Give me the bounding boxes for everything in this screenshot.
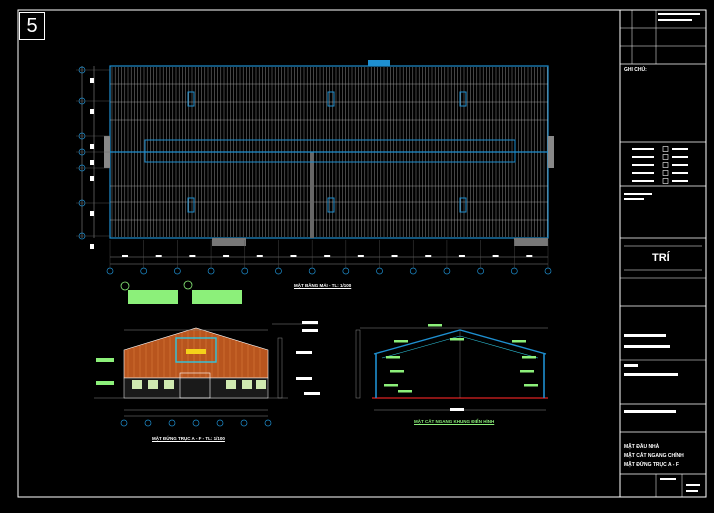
window-icon [187,91,467,213]
grid-bubble-icon [76,66,110,249]
section-annotations [384,324,538,393]
gutter-right [548,136,554,168]
gable-hatch [127,329,261,377]
elevation-caption: MẶT ĐỨNG TRỤC A - F - TL: 1/100 [152,436,225,441]
vent-panels [132,380,266,389]
drawing-title-2: MẶT CẮT NGANG CHÍNH [624,453,684,459]
level-marker-icon [272,321,320,399]
vent-cap [368,60,390,66]
gable-sign-text [186,349,206,354]
page-number: 5 [19,12,45,40]
grid-bubble-icon [120,419,272,427]
symbol-legend [632,146,688,184]
roof-plan-view [76,60,554,304]
grid-bubble-icon [106,240,552,275]
title-block-frame [619,9,707,498]
title-block [620,10,706,497]
drawing-title-3: MẶT ĐỨNG TRỤC A - F [624,462,679,468]
gable-sign [175,337,217,363]
skylight-strip [144,139,516,163]
section-view [355,324,548,411]
plan-caption: MẶT BẰNG MÁI - TL: 1/100 [294,283,352,288]
main-door [179,372,211,399]
legend-note-2 [192,290,242,304]
drawing-title-1: MẶT ĐẦU NHÀ [624,444,660,450]
canopy-right [514,238,548,246]
company-name: TRÍ [652,252,670,264]
section-caption: MẶT CẮT NGANG KHUNG ĐIỂN HÌNH [414,419,495,424]
canopy-left [212,238,246,246]
elevation-view [94,321,320,427]
legend-note-1 [128,290,178,304]
notes-label: GHI CHÚ: [624,67,647,73]
